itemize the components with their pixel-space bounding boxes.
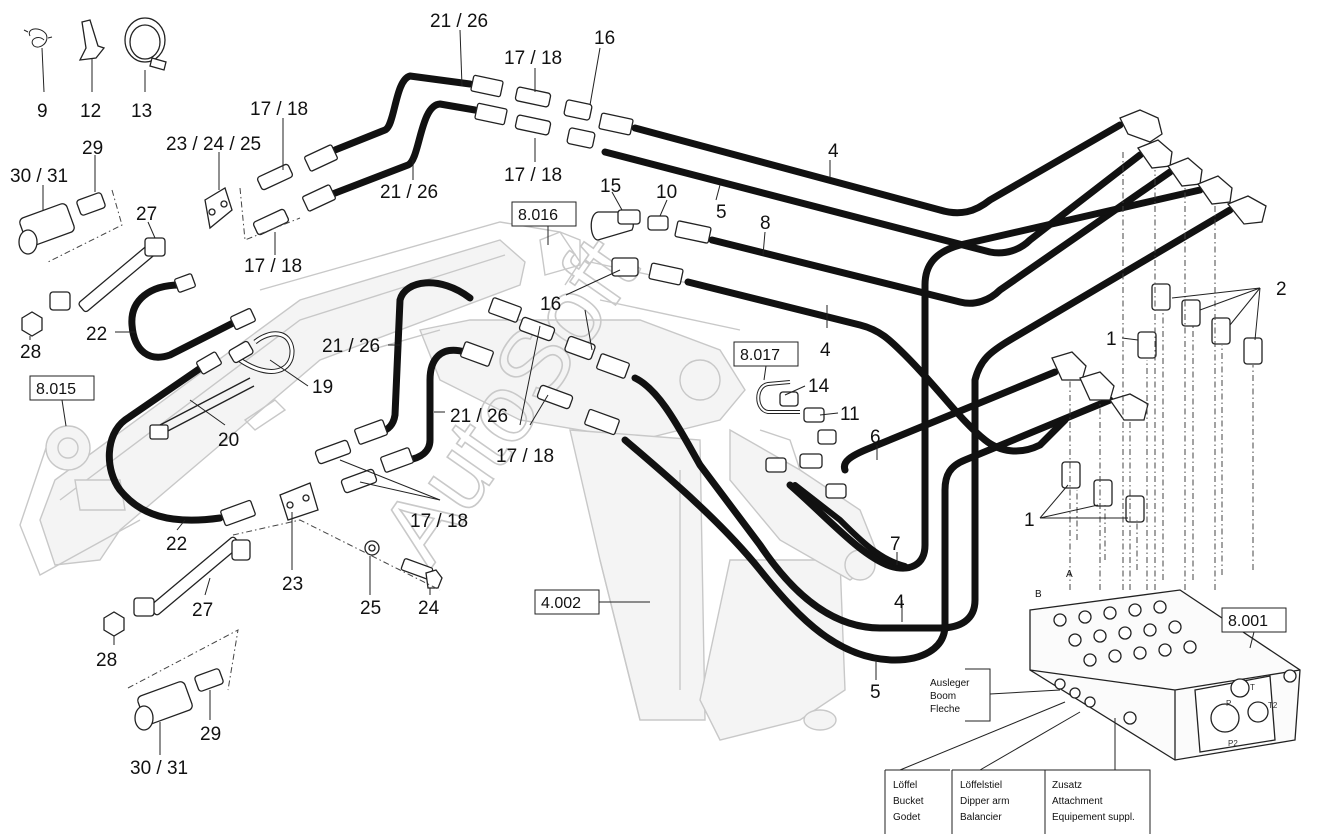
hose-21-26-mid-lower	[404, 346, 469, 464]
ref-8017: 8.017	[740, 347, 780, 364]
ref-8001: 8.001	[1228, 613, 1268, 630]
part-label-21-26-a: 21 / 26	[430, 11, 488, 32]
hydraulic-hoses	[105, 72, 1234, 664]
part-label-17-18-c: 17 / 18	[504, 48, 562, 69]
bucket-label-fr: Godet	[893, 812, 920, 823]
part-label-25: 25	[360, 598, 381, 619]
part-label-17-18-e: 17 / 18	[496, 446, 554, 467]
reference-boxes: 8.016 8.015 8.017 4.002 8.001	[29, 201, 1287, 649]
part-label-2: 2	[1276, 279, 1287, 300]
control-valve-block: A B P T T2 P2	[1029, 569, 1301, 761]
hose-22-lower	[105, 361, 224, 524]
part-label-4-a: 4	[828, 141, 839, 162]
hose-4-mid	[684, 278, 1069, 455]
bucket-label-en: Bucket	[893, 796, 924, 807]
part-label-28-bottom: 28	[96, 650, 117, 671]
boom-label-en: Boom	[930, 691, 956, 702]
hose-21-26-lower	[326, 100, 479, 199]
part-label-23-24-25: 23 / 24 / 25	[166, 134, 261, 155]
part-label-24: 24	[418, 598, 440, 619]
attachment-label-de: Zusatz	[1052, 780, 1082, 791]
part-label-4-b: 4	[820, 340, 831, 361]
boom-label-fr: Fleche	[930, 704, 960, 715]
part-label-1-a: 1	[1106, 329, 1117, 350]
part-label-1-b: 1	[1024, 510, 1035, 531]
hose-21-26-upper	[331, 72, 474, 154]
valve-port-a-label: A	[1066, 569, 1073, 580]
part-label-13: 13	[131, 101, 152, 122]
valve-port-b-label: B	[1035, 589, 1042, 600]
valve-port-t-label: T	[1250, 683, 1255, 692]
hose-8	[708, 168, 1174, 307]
boom-ghost-outline	[19, 221, 881, 741]
part-label-19: 19	[312, 377, 333, 398]
part-label-28-top: 28	[20, 342, 41, 363]
bucket-label-de: Löffel	[893, 780, 917, 791]
hose-5-top	[601, 148, 1144, 257]
part-label-6: 6	[870, 427, 881, 448]
part-label-4-c: 4	[894, 592, 905, 613]
hose-clamp-icon	[124, 17, 167, 92]
part-label-5-b: 5	[870, 682, 881, 703]
hose-clip-icon	[23, 28, 53, 93]
part-label-20: 20	[218, 430, 239, 451]
part-label-22-bottom: 22	[166, 534, 187, 555]
part-label-16-b: 16	[540, 294, 561, 315]
part-label-8: 8	[760, 213, 771, 234]
part-label-30-31-bottom: 30 / 31	[130, 758, 188, 779]
leader-lines	[29, 29, 1261, 755]
function-labels: Ausleger Boom Fleche Löffel Bucket Godet…	[884, 668, 1151, 834]
part-label-27-bottom: 27	[192, 600, 213, 621]
hose-4-lower	[631, 206, 1234, 632]
dipper-label-en: Dipper arm	[960, 796, 1009, 807]
part-label-22-top: 22	[86, 324, 107, 345]
hose-5-lower	[621, 396, 1114, 664]
part-label-10: 10	[656, 182, 677, 203]
part-label-9: 9	[37, 101, 48, 122]
part-label-16-a: 16	[594, 28, 615, 49]
part-label-29-top: 29	[82, 138, 103, 159]
part-label-17-18-a: 17 / 18	[250, 99, 308, 120]
valve-port-p2-label: P2	[1228, 739, 1238, 748]
hose-6	[840, 368, 1059, 474]
part-label-29-bottom: 29	[200, 724, 221, 745]
part-label-21-26-d: 21 / 26	[450, 406, 508, 427]
part-label-5-a: 5	[716, 202, 727, 223]
part-label-27-top: 27	[136, 204, 157, 225]
part-label-12: 12	[80, 101, 101, 122]
part-label-30-31-top: 30 / 31	[10, 166, 68, 187]
part-label-7: 7	[890, 534, 901, 555]
part-label-21-26-b: 21 / 26	[380, 182, 438, 203]
hose-4-top	[631, 121, 1124, 217]
valve-port-p-label: P	[1226, 699, 1231, 708]
part-label-17-18-f: 17 / 18	[410, 511, 468, 532]
boom-label-de: Ausleger	[930, 678, 970, 689]
part-label-17-18-b: 17 / 18	[244, 256, 302, 277]
ref-8015: 8.015	[36, 381, 76, 398]
part-label-15: 15	[600, 176, 621, 197]
assembly-guide-lines	[47, 150, 1254, 691]
dipper-label-fr: Balancier	[960, 812, 1002, 823]
part-label-14: 14	[808, 376, 830, 397]
part-label-23-bottom: 23	[282, 574, 303, 595]
ref-8016: 8.016	[518, 207, 558, 224]
fittings	[18, 74, 1267, 731]
attachment-label-en: Attachment	[1052, 796, 1103, 807]
hose-7	[786, 186, 1204, 572]
part-label-17-18-d: 17 / 18	[504, 165, 562, 186]
hose-22-upper	[128, 281, 239, 361]
part-label-21-26-c: 21 / 26	[322, 336, 380, 357]
attachment-label-fr: Equipement suppl.	[1052, 812, 1135, 823]
part-labels: 9 12 13 29 30 / 31 27 28 22 23 / 24 / 25…	[10, 11, 1287, 779]
valve-port-t2-label: T2	[1268, 701, 1278, 710]
clamp-bracket-icon	[78, 19, 106, 92]
dipper-label-de: Löffelstiel	[960, 780, 1002, 791]
part-label-11: 11	[840, 404, 860, 425]
ref-4002: 4.002	[541, 595, 581, 612]
